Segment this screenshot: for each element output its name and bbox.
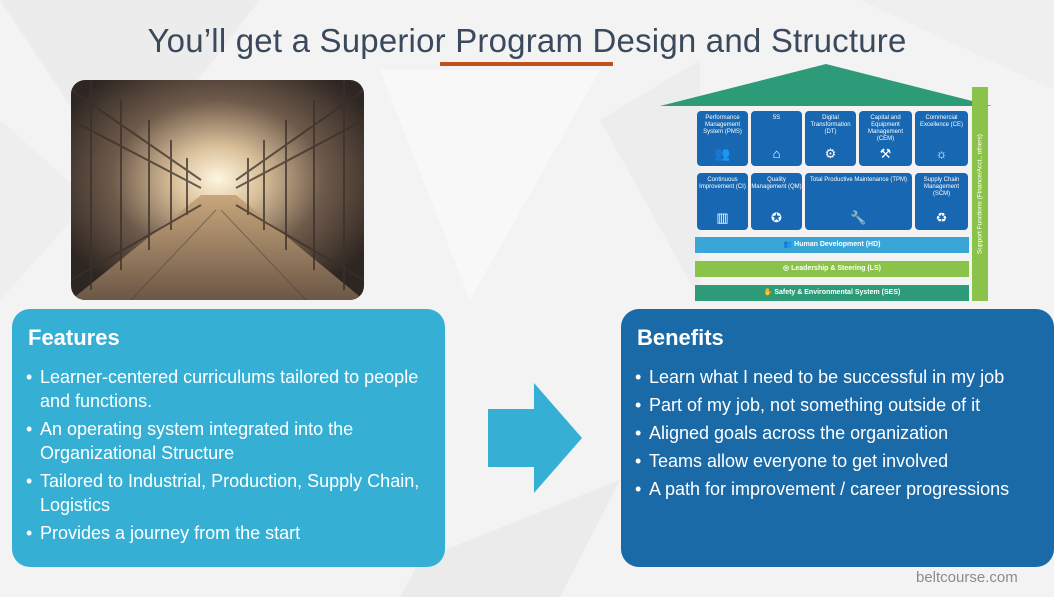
tile-tpm: Total Productive Maintenance (TPM) 🔧 (805, 173, 912, 230)
list-item: •An operating system integrated into the… (26, 419, 354, 463)
hand-plant-icon: ✋ (763, 289, 775, 296)
features-list: •Learner-centered curriculums tailored t… (26, 365, 430, 549)
tile-ce: Commercial Excellence (CE) ☼ (915, 111, 968, 166)
list-item: •A path for improvement / career progres… (635, 479, 1010, 499)
bar-human-development: 👥 Human Development (HD) (695, 237, 969, 253)
benefits-heading: Benefits (637, 325, 724, 350)
list-item: •Learn what I need to be successful in m… (635, 367, 1005, 387)
list-item: •Tailored to Industrial, Production, Sup… (26, 471, 420, 515)
program-house-roof (660, 64, 992, 106)
benefits-list: •Learn what I need to be successful in m… (635, 365, 1049, 505)
benefits-box: Benefits •Learn what I need to be succes… (621, 309, 1054, 567)
list-item: •Provides a journey from the start (26, 523, 301, 543)
cycle-gear-icon: ♻ (935, 210, 948, 225)
robot-icon: ⚙ (824, 146, 837, 161)
award-ribbon-icon: ✪ (771, 210, 782, 225)
right-arrow-icon (488, 383, 582, 493)
list-item: •Aligned goals across the organization (635, 423, 949, 443)
team-icon: 👥 (783, 241, 795, 248)
steering-wheel-icon: ◎ (783, 265, 792, 272)
wrench-icon: 🔧 (850, 210, 867, 225)
support-functions-pillar: Support Functions (Finance/Acct., others… (972, 87, 988, 301)
tile-scm: Supply Chain Management (SCM) ♻ (915, 173, 968, 230)
title-underline (440, 62, 613, 66)
tile-5s: 5S ⌂ (751, 111, 802, 166)
features-heading: Features (28, 325, 120, 350)
house-icon: ⌂ (772, 146, 781, 161)
tile-pms: Performance Management System (PMS) 👥 (697, 111, 748, 166)
excavator-icon: ⚒ (879, 146, 892, 161)
tile-cem: Capital and Equipment Management (CEM) ⚒ (859, 111, 912, 166)
tile-dt: Digital Transformation (DT) ⚙ (805, 111, 856, 166)
page-title: You’ll get a Superior Program Design and… (147, 22, 907, 59)
lightbulb-icon: ☼ (935, 146, 948, 161)
list-item: •Teams allow everyone to get involved (635, 451, 949, 471)
bar-safety-environmental: ✋ Safety & Environmental System (SES) (695, 285, 969, 301)
watermark: beltcourse.com (916, 569, 1018, 586)
tile-qm: Quality Management (QM) ✪ (751, 173, 802, 230)
bar-leadership-steering: ◎ Leadership & Steering (LS) (695, 261, 969, 277)
list-item: •Part of my job, not something outside o… (635, 395, 981, 415)
features-box: Features •Learner-centered curriculums t… (12, 309, 445, 567)
bar-chart-icon: ▥ (716, 210, 729, 225)
support-functions-label: Support Functions (Finance/Acct., others… (976, 134, 984, 254)
tile-ci: Continuous Improvement (CI) ▥ (697, 173, 748, 230)
people-chart-icon: 👥 (714, 146, 731, 161)
list-item: •Learner-centered curriculums tailored t… (26, 367, 419, 411)
bridge-tunnel-photo (71, 80, 364, 300)
